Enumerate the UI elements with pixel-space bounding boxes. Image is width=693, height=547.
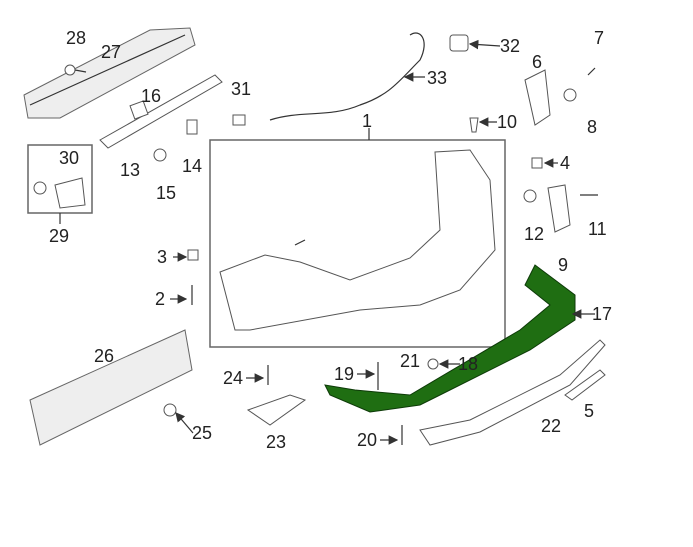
callout-27: 27 — [101, 42, 121, 62]
part-29-bracket — [54, 177, 86, 209]
part-1-box — [209, 139, 506, 348]
callout-6: 6 — [532, 52, 542, 72]
leader-lines — [59, 39, 595, 445]
callout-10: 10 — [497, 112, 517, 132]
callout-1: 1 — [362, 111, 372, 131]
part-16-pad — [129, 100, 149, 120]
part-33-wiring-harness — [269, 32, 425, 121]
callout-labels: 1 2 3 4 5 6 7 8 9 10 11 12 13 14 15 16 1… — [49, 28, 612, 452]
callout-19: 19 — [334, 364, 354, 384]
part-27-reinforcement-beam — [23, 27, 196, 119]
callout-32: 32 — [500, 36, 520, 56]
callout-18: 18 — [458, 354, 478, 374]
part-5-trim — [564, 369, 606, 401]
callout-8: 8 — [587, 117, 597, 137]
part-1-bumper-cover — [219, 149, 496, 331]
callout-31: 31 — [231, 79, 251, 99]
part-10-clip — [469, 117, 479, 133]
callout-7: 7 — [594, 28, 604, 48]
callout-25: 25 — [192, 423, 212, 443]
callout-21: 21 — [400, 351, 420, 371]
callout-29: 29 — [49, 226, 69, 246]
callout-13: 13 — [120, 160, 140, 180]
part-22-lower-valance — [419, 339, 606, 446]
callout-9: 9 — [558, 255, 568, 275]
callout-33: 33 — [427, 68, 447, 88]
part-30-nut — [33, 181, 47, 195]
part-28-bolt — [64, 64, 87, 76]
callout-12: 12 — [524, 224, 544, 244]
callout-11: 11 — [588, 219, 607, 239]
callout-26: 26 — [94, 346, 114, 366]
part-8-nut — [563, 88, 577, 102]
callout-14: 14 — [182, 156, 202, 176]
part-32-park-sensor — [449, 34, 469, 52]
part-9-bracket — [547, 184, 571, 233]
part-4-clip — [531, 157, 543, 169]
part-25-clip — [163, 403, 177, 417]
part-7-bolt — [587, 67, 596, 76]
part-26-energy-absorber — [29, 329, 193, 446]
callout-15: 15 — [156, 183, 176, 203]
part-31-sensor — [232, 114, 246, 126]
callout-2: 2 — [155, 289, 165, 309]
part-14-clip — [186, 119, 198, 135]
callout-30: 30 — [59, 148, 79, 168]
part-23-bracket — [246, 394, 307, 426]
callout-20: 20 — [357, 430, 377, 450]
callout-23: 23 — [266, 432, 286, 452]
callout-17: 17 — [592, 304, 612, 324]
callout-24: 24 — [223, 368, 243, 388]
callout-4: 4 — [560, 153, 570, 173]
part-15-screw — [153, 148, 167, 162]
part-17-highlighted-valance[interactable] — [324, 264, 576, 413]
part-18-nut — [427, 358, 439, 370]
callout-22: 22 — [541, 416, 561, 436]
callout-5: 5 — [584, 401, 594, 421]
callout-28: 28 — [66, 28, 86, 48]
part-13-bracket — [99, 74, 223, 149]
callout-3: 3 — [157, 247, 167, 267]
part-6-bracket — [524, 69, 551, 126]
callout-16: 16 — [141, 86, 161, 106]
part-3-clip — [187, 249, 199, 261]
part-12-nut — [523, 189, 537, 203]
